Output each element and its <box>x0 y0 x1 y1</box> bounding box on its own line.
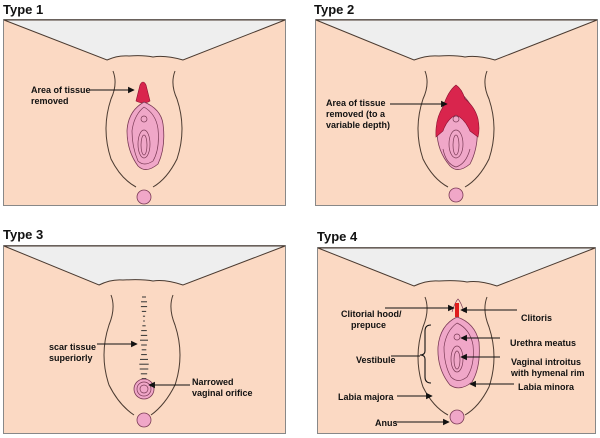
label-area-removed-variable-depth: Area of tissue removed (to a variable de… <box>326 98 391 130</box>
removed-tissue <box>135 81 151 104</box>
thigh-line-right <box>464 70 495 188</box>
label-labia-majora: Labia majora <box>338 392 394 402</box>
sky-area <box>3 245 286 286</box>
thigh-line-left <box>103 294 135 416</box>
panel-title: Type 2 <box>314 2 355 17</box>
panel-type-2: Type 2 Area of tissue removed (to a vari… <box>300 0 600 210</box>
clitoris-highlight <box>455 303 459 317</box>
narrowed-vaginal-orifice <box>133 378 155 400</box>
label-urethra-meatus: Urethra meatus <box>510 338 577 348</box>
panel-type-1: Type 1 Area of tissue removed <box>0 0 300 210</box>
scar-tissue <box>139 296 149 380</box>
sky-area <box>315 19 598 61</box>
panel-type-3: Type 3 scar tissue superiorly Narrowed v… <box>0 225 300 438</box>
vulva <box>126 101 165 170</box>
vulva <box>435 84 480 170</box>
anus <box>136 412 152 428</box>
sky-area <box>317 247 596 287</box>
type-3-illustration <box>3 245 286 434</box>
label-clitoris: Clitoris <box>521 313 553 323</box>
label-scar-tissue: scar tissue superiorly <box>49 342 97 363</box>
anus <box>136 189 152 205</box>
thigh-line-left <box>417 70 449 188</box>
panel-title: Type 4 <box>317 229 358 244</box>
type-4-illustration <box>317 247 596 434</box>
label-vestibule: Vestibule <box>356 355 396 365</box>
thigh-line-right <box>152 70 183 188</box>
vestibule-brace <box>419 324 432 384</box>
panel-title: Type 3 <box>3 227 44 242</box>
anus <box>449 409 465 425</box>
type-1-illustration <box>3 19 286 206</box>
label-area-removed: Area of tissue removed <box>31 85 91 106</box>
panel-title: Type 1 <box>3 2 44 17</box>
anus <box>448 187 464 203</box>
thigh-line-right <box>150 294 181 416</box>
panel-type-4: Type 4 Clitorial hood/ prepuce Clitoris … <box>300 225 600 438</box>
label-vaginal-introitus: Vaginal introitus with hymenal rim <box>511 357 585 378</box>
removed-tissue <box>435 84 480 138</box>
thigh-line-left <box>417 296 449 416</box>
label-clitorial-hood: Clitorial hood/ prepuce <box>341 309 402 330</box>
label-anus: Anus <box>375 418 398 428</box>
sky-area <box>3 19 286 61</box>
label-narrowed-orifice: Narrowed vaginal orifice <box>192 377 253 398</box>
type-2-illustration <box>315 19 598 206</box>
thigh-line-left <box>105 70 137 188</box>
label-labia-minora: Labia minora <box>518 382 575 392</box>
